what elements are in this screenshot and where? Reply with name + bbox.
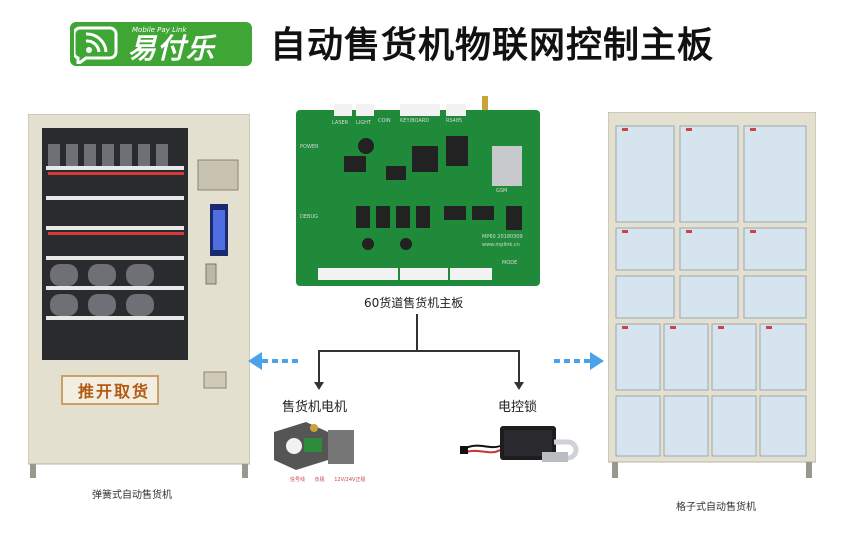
arrow-down-icon (314, 382, 324, 390)
connector-left-drop (318, 350, 320, 386)
connector-trunk (416, 314, 418, 350)
logo-text: 易付乐 (128, 32, 216, 65)
controller-board-image: LASER LIGHT COIN KEY/BOARD RS485 POWER GSM DEB… (296, 96, 540, 286)
connector-right-drop (518, 350, 520, 386)
svg-text:MODE: MODE (502, 260, 517, 266)
motor-wire-labels: 信号线 负极 12V/24V正极 (290, 476, 365, 483)
svg-text:POWER: POWER (300, 144, 319, 150)
svg-text:COIN: COIN (378, 118, 391, 124)
right-machine-caption: 格子式自动售货机 (676, 502, 756, 513)
svg-text:RS485: RS485 (446, 118, 462, 124)
svg-text:LIGHT: LIGHT (356, 120, 372, 126)
connector-bar (318, 350, 520, 352)
arrow-right-icon (554, 352, 604, 370)
svg-text:KEY/BOARD: KEY/BOARD (400, 118, 429, 124)
svg-text:GSM: GSM (496, 188, 507, 194)
lock-label: 电控锁 (498, 400, 538, 415)
spring-vending-machine-image (28, 114, 250, 478)
motor-wire-negative: 负极 (314, 477, 325, 483)
svg-text:www.mplink.cn: www.mplink.cn (482, 242, 520, 248)
vending-motor-image (274, 422, 354, 470)
logo-background: Mobile Pay Link 易付乐 (70, 22, 252, 66)
svg-text:LASER: LASER (332, 120, 349, 126)
board-caption: 60货道售货机主板 (364, 296, 464, 310)
logo-tagline: Mobile Pay Link (132, 26, 187, 34)
motor-wire-positive: 12V/24V正极 (334, 477, 366, 483)
svg-text:MP60 20180309: MP60 20180309 (482, 234, 523, 240)
locker-vending-machine-image (608, 112, 816, 478)
arrow-left-icon (248, 352, 298, 370)
wifi-chat-icon (74, 26, 118, 64)
motor-label: 售货机电机 (282, 400, 348, 415)
electric-lock-image (460, 426, 579, 462)
arrow-down-icon (514, 382, 524, 390)
left-machine-caption: 弹簧式自动售货机 (92, 490, 172, 501)
motor-wire-signal: 信号线 (290, 477, 306, 483)
svg-text:DEBUG: DEBUG (300, 214, 318, 220)
pickup-panel-label: 推开取货 (77, 382, 150, 401)
brand-logo: Mobile Pay Link 易付乐 (70, 18, 252, 70)
page-title: 自动售货机物联网控制主板 (270, 25, 715, 66)
